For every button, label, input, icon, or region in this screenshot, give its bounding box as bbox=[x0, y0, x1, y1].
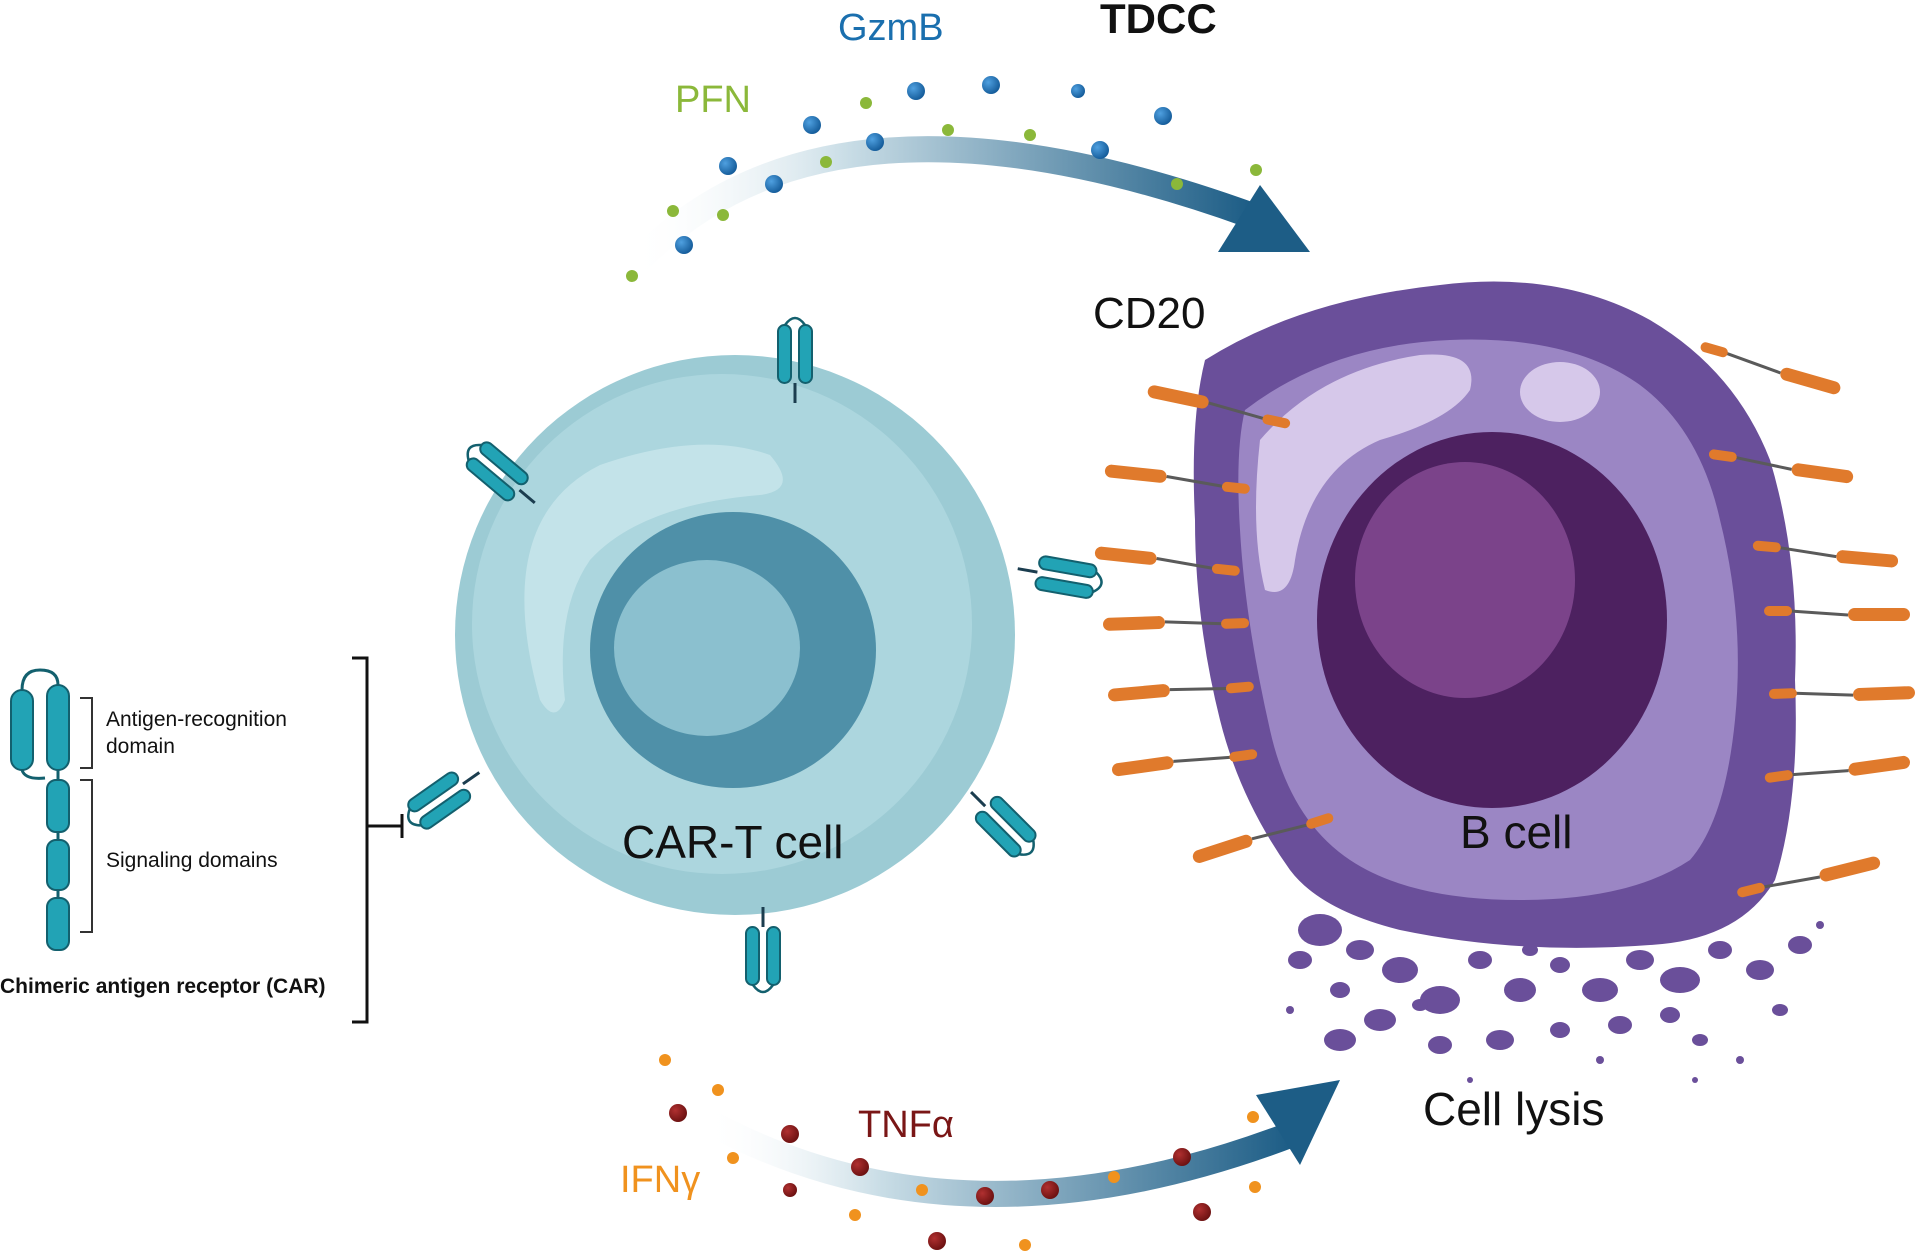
antigen-recognition-label-line2: domain bbox=[106, 735, 175, 758]
car-t-cell-label: CAR-T cell bbox=[622, 816, 844, 868]
ifng-dots bbox=[659, 1054, 1261, 1251]
cell-lysis-fragments bbox=[1286, 914, 1824, 1083]
gzmb-dots bbox=[675, 76, 1172, 254]
car-structure-icon bbox=[10, 668, 70, 951]
car-t-cell bbox=[455, 355, 1015, 915]
cd20-label: CD20 bbox=[1093, 289, 1206, 338]
tnfa-dots bbox=[669, 1104, 1211, 1250]
tdcc-arrow bbox=[620, 136, 1310, 279]
b-cell-label: B cell bbox=[1460, 806, 1572, 858]
car-title-label: Chimeric antigen receptor (CAR) bbox=[0, 975, 326, 998]
tdcc-label: TDCC bbox=[1100, 0, 1217, 42]
gzmb-label: GzmB bbox=[838, 7, 944, 49]
pfn-label: PFN bbox=[675, 79, 751, 121]
signaling-domains-label: Signaling domains bbox=[106, 849, 278, 872]
pfn-dots bbox=[626, 97, 1262, 282]
antigen-recognition-label-line1: Antigen-recognition bbox=[106, 708, 287, 731]
tnfa-label: TNFα bbox=[858, 1104, 954, 1146]
cell-lysis-label: Cell lysis bbox=[1423, 1083, 1604, 1135]
ifng-label: IFNγ bbox=[620, 1159, 700, 1201]
cytokine-arrow bbox=[698, 1080, 1340, 1207]
car-structure-legend: Antigen-recognition domain Signaling dom… bbox=[0, 656, 404, 1024]
b-cell bbox=[1193, 281, 1796, 948]
